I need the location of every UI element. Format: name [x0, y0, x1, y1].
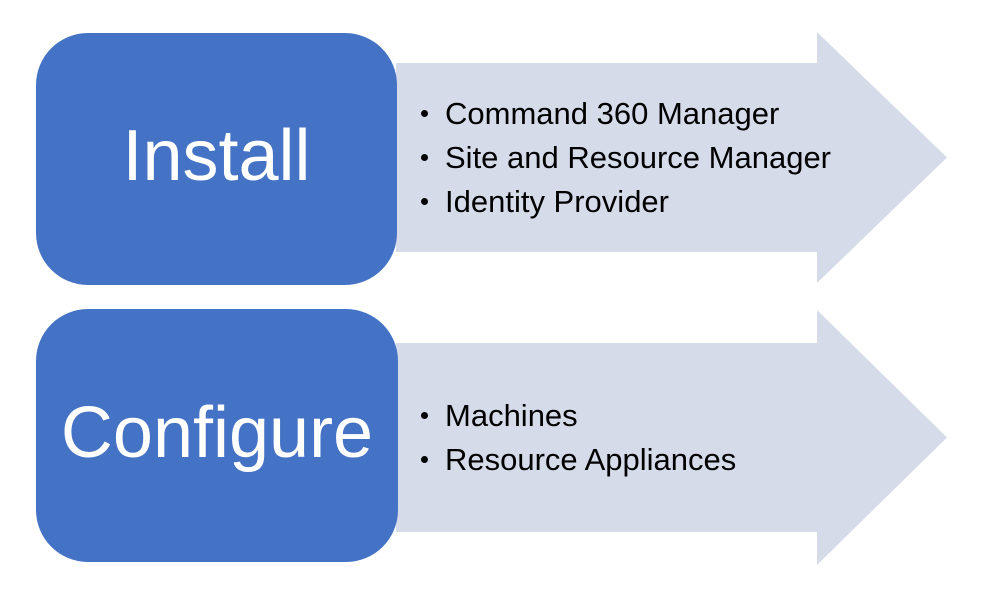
list-item: Resource Appliances	[421, 438, 736, 482]
list-item: Command 360 Manager	[421, 92, 831, 136]
list-item: Site and Resource Manager	[421, 136, 831, 180]
bullet-icon	[421, 456, 428, 463]
step-box-install: Install	[36, 33, 397, 285]
list-item-label: Identity Provider	[445, 183, 669, 219]
step-label: Install	[122, 116, 311, 196]
install-bullet-list: Command 360 Manager Site and Resource Ma…	[396, 92, 831, 224]
arrow-configure-details: Machines Resource Appliances	[396, 310, 947, 565]
list-item-label: Resource Appliances	[445, 441, 737, 477]
bullet-icon	[421, 198, 428, 205]
step-label: Configure	[60, 392, 374, 473]
list-item-label: Site and Resource Manager	[445, 139, 832, 175]
configure-bullet-list: Machines Resource Appliances	[396, 394, 736, 482]
list-item-label: Machines	[445, 397, 578, 433]
arrow-install-details: Command 360 Manager Site and Resource Ma…	[396, 32, 947, 283]
bullet-icon	[421, 412, 428, 419]
list-item-label: Command 360 Manager	[445, 95, 780, 131]
bullet-icon	[421, 110, 428, 117]
bullet-icon	[421, 154, 428, 161]
list-item: Machines	[421, 394, 736, 438]
step-box-configure: Configure	[36, 309, 398, 562]
list-item: Identity Provider	[421, 180, 831, 224]
